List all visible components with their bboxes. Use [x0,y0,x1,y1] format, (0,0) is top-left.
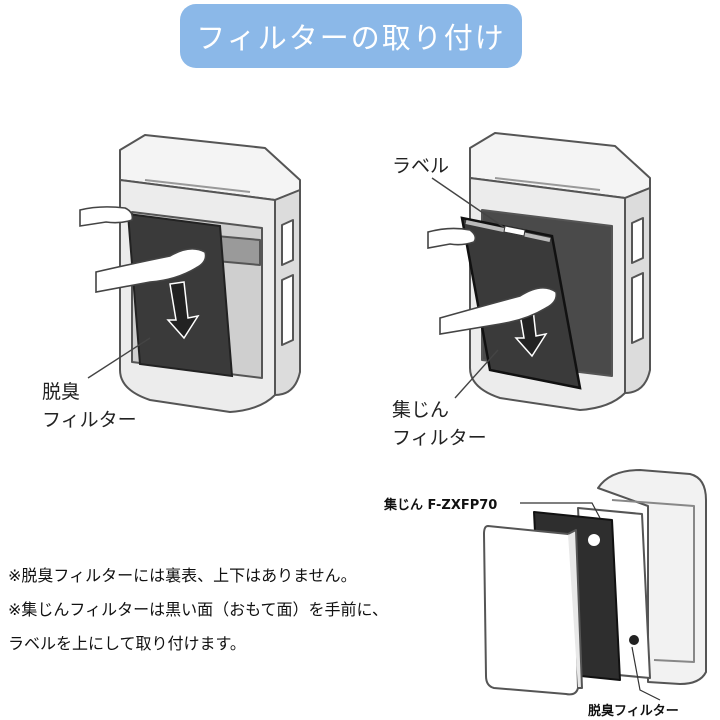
down-arrow-icon [166,281,200,340]
filter-label-tab [503,225,526,237]
purifier-body-exploded [597,469,707,685]
step1-label-line1: 脱臭 [42,381,81,403]
step2-label-line1: 集じん [392,399,450,421]
step2-label-line2: フィルター [392,427,487,449]
hands-icon [427,227,558,335]
deodorizing-filter-exploded-label: 脱臭フィルター [588,704,679,719]
step1-filter-label: 脱臭 フィルター [42,378,137,434]
title-banner: フィルターの取り付け [180,4,522,68]
note-line-3: ラベルを上にして取り付けます。 [8,634,246,653]
step2-filter-label: 集じん フィルター [392,396,487,452]
front-panel-exploded [483,525,579,696]
step2-label-tag: ラベル [392,155,450,177]
page-title: フィルターの取り付け [196,21,506,55]
step1-label-line2: フィルター [42,409,137,431]
dust-filter-model-label: 集じん F-ZXFP70 [384,498,498,513]
note-line-2: ※集じんフィルターは黒い面（おもて面）を手前に、 [8,600,388,619]
note-line-1: ※脱臭フィルターには裏表、上下はありません。 [8,566,357,585]
hands-icon [79,206,207,293]
